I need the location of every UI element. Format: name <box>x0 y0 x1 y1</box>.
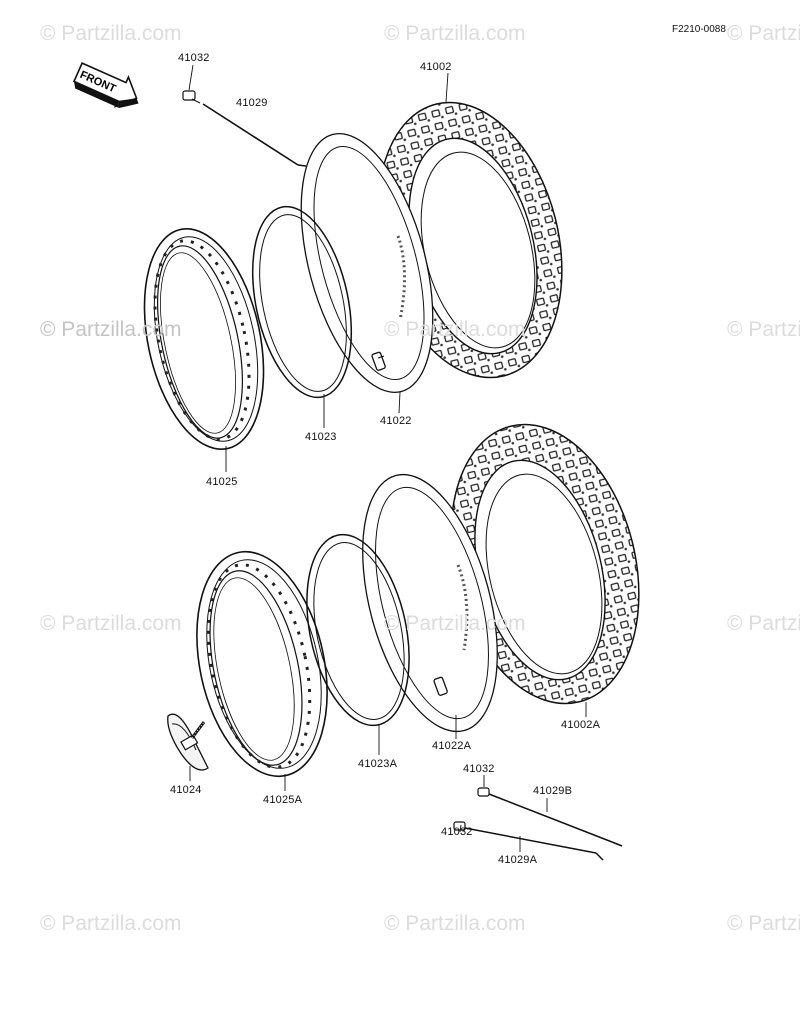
watermark: © Partzilla.com <box>384 612 526 635</box>
spoke-nipple-low <box>453 821 466 831</box>
rim-top <box>143 228 265 450</box>
part-label-41022A[interactable]: 41022A <box>432 740 472 752</box>
part-label-41029B[interactable]: 41029B <box>533 785 573 797</box>
watermark: © Partzilla.com <box>727 318 800 341</box>
rim-lock <box>167 713 209 771</box>
spoke-nipple-top <box>182 90 201 104</box>
rim-band-bottom <box>306 533 410 727</box>
tube-valve-bottom <box>433 676 448 696</box>
spoke-short <box>464 827 604 861</box>
part-label-41032-low[interactable]: 41032 <box>441 826 473 838</box>
watermark: © Partzilla.com <box>384 912 526 935</box>
tube-top <box>300 133 434 393</box>
leader-lines-top <box>188 64 449 472</box>
rim-band-top <box>251 205 353 399</box>
watermark: © Partzilla.com <box>384 22 526 45</box>
part-label-41023A[interactable]: 41023A <box>358 758 398 770</box>
part-label-41024[interactable]: 41024 <box>170 784 202 796</box>
leader-lines-bottom <box>189 702 587 852</box>
spoke-long <box>488 793 623 847</box>
watermark: © Partzilla.com <box>727 22 800 45</box>
tube-bottom <box>362 473 498 733</box>
watermark: © Partzilla.com <box>40 612 182 635</box>
part-label-41002A[interactable]: 41002A <box>561 719 601 731</box>
part-label-41029A[interactable]: 41029A <box>498 854 538 866</box>
watermark: © Partzilla.com <box>384 318 526 341</box>
diagram-code: F2210-0088 <box>672 24 726 35</box>
part-label-41023[interactable]: 41023 <box>305 431 337 443</box>
part-label-41029[interactable]: 41029 <box>236 97 268 109</box>
rim-bottom <box>196 550 328 778</box>
watermark: © Partzilla.com <box>727 912 800 935</box>
front-arrow: FRONT <box>72 62 139 109</box>
tube-valve-top <box>371 351 386 371</box>
watermark: © Partzilla.com <box>40 912 182 935</box>
watermark: © Partzilla.com <box>40 22 182 45</box>
part-label-41002[interactable]: 41002 <box>420 61 452 73</box>
part-label-41032-mid[interactable]: 41032 <box>463 763 495 775</box>
watermark: © Partzilla.com <box>727 612 800 635</box>
part-label-41025[interactable]: 41025 <box>206 476 238 488</box>
part-label-41032-top[interactable]: 41032 <box>178 52 210 64</box>
part-label-41022[interactable]: 41022 <box>380 415 412 427</box>
spoke-top <box>202 103 307 167</box>
spoke-nipple-mid <box>477 787 490 797</box>
part-label-41025A[interactable]: 41025A <box>263 794 303 806</box>
tire-bottom <box>450 423 640 705</box>
watermark: © Partzilla.com <box>40 318 182 341</box>
